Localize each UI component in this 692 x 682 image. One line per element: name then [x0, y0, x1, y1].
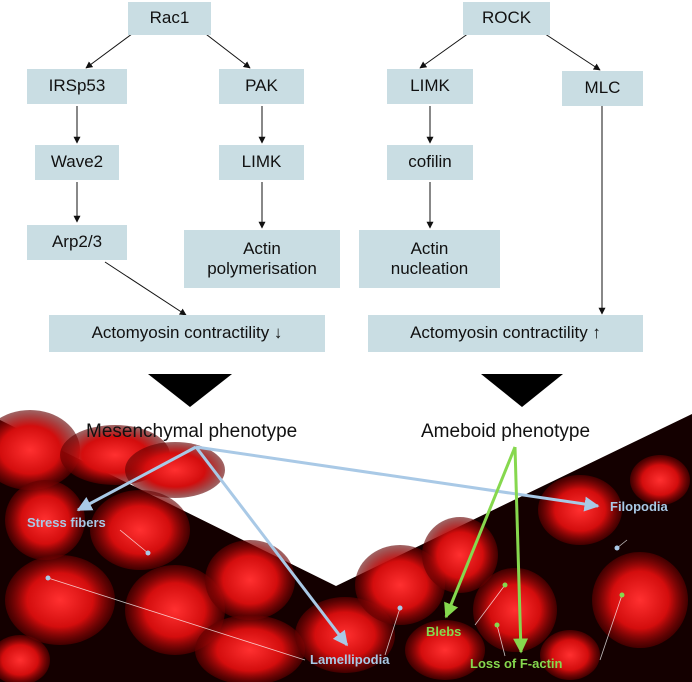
pointer-lines: [47, 529, 628, 661]
pointer-dots: [45, 545, 620, 611]
node-wave2: Wave2: [35, 145, 119, 180]
cells: [0, 410, 690, 682]
node-contractility-up: Actomyosin contractility ↑: [368, 315, 643, 352]
down-arrow-right: [481, 374, 563, 407]
node-arp23: Arp2/3: [27, 225, 127, 260]
node-cofilin: cofilin: [387, 145, 473, 180]
node-pak: PAK: [219, 69, 304, 104]
node-contractility-down: Actomyosin contractility ↓: [49, 315, 325, 352]
ameboid-arrows: [444, 446, 529, 654]
mesenchymal-phenotype: Mesenchymal phenotype: [86, 421, 298, 442]
node-mlc: MLC: [562, 71, 643, 106]
node-limk-left: LIMK: [219, 145, 304, 180]
label-blebs: Blebs: [426, 624, 462, 639]
node-limk-right: LIMK: [387, 69, 473, 104]
mesenchymal-arrows: [76, 445, 600, 647]
node-rac1: Rac1: [128, 2, 211, 35]
node-actin-nucleation: Actin nucleation: [359, 230, 500, 288]
label-loss-of-f-actin: Loss of F-actin: [470, 656, 563, 671]
pointer-dots-green: [494, 582, 625, 628]
label-filopodia: Filopodia: [610, 499, 668, 514]
ameboid-phenotype: Ameboid phenotype: [421, 421, 591, 442]
node-rock: ROCK: [463, 2, 550, 35]
node-actin-polymerisation: Actin polymerisation: [184, 230, 340, 288]
node-irsp53: IRSp53: [27, 69, 127, 104]
label-lamellipodia: Lamellipodia: [310, 652, 390, 667]
label-stress-fibers: Stress fibers: [27, 515, 106, 530]
down-arrow-left: [148, 374, 232, 407]
